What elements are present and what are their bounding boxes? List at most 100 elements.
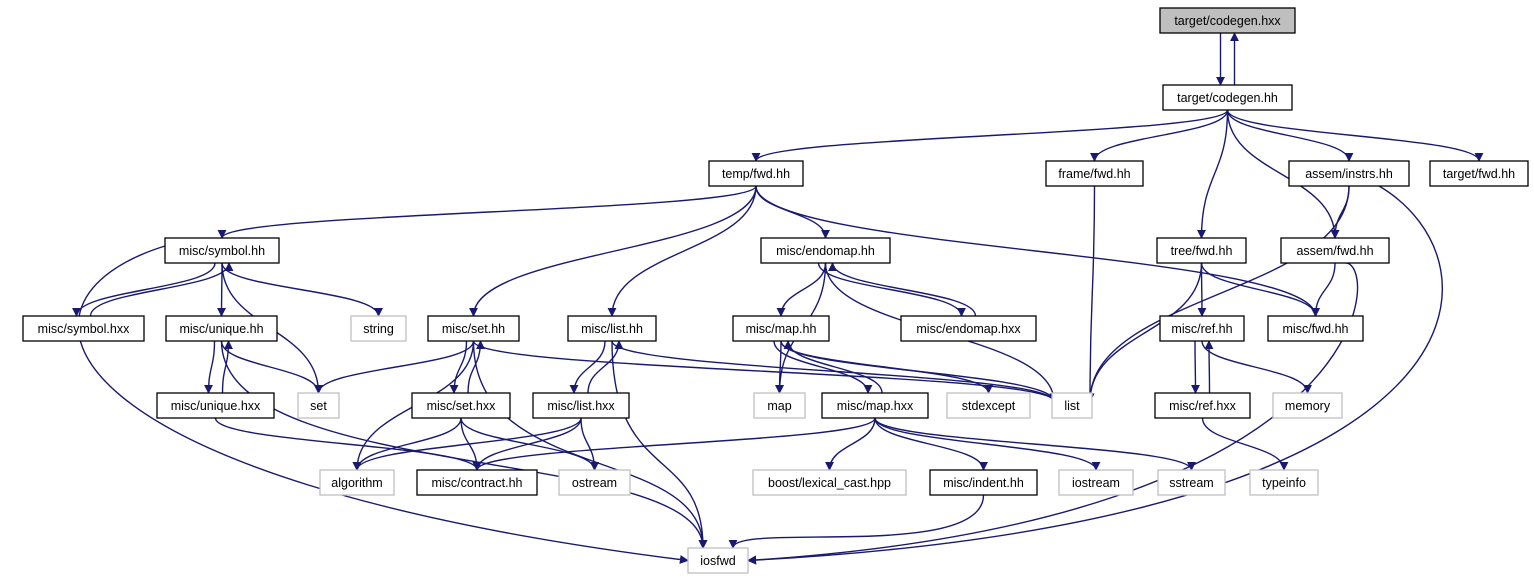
node-temp-fwd[interactable]: temp/fwd.hh xyxy=(708,160,804,187)
node-box xyxy=(753,392,806,419)
node-box xyxy=(760,237,891,264)
node-label: misc/unique.hh xyxy=(179,322,263,336)
node-box xyxy=(1154,392,1251,419)
edge-temp_fwd-to-misc_list_hh xyxy=(607,185,757,317)
node-misc-endomap-hxx[interactable]: misc/endomap.hxx xyxy=(900,315,1037,342)
edge-misc_unique_hh-to-iosfwd xyxy=(220,340,708,549)
node-label: iosfwd xyxy=(700,554,735,568)
edge-misc_set_hh-to-list xyxy=(472,340,1059,403)
edge-misc_endomap_hxx-to-misc_endomap_hh xyxy=(828,262,977,317)
node-box xyxy=(22,315,145,342)
edge-misc_map_hxx-to-misc_contract xyxy=(472,417,876,471)
edge-temp_fwd-to-misc_symbol_hh xyxy=(217,185,757,239)
node-codegen-hh[interactable]: target/codegen.hh xyxy=(1162,84,1293,111)
node-box xyxy=(319,469,395,496)
node-misc-list-hxx[interactable]: misc/list.hxx xyxy=(532,392,630,419)
edge-misc_indent-to-iosfwd xyxy=(728,494,985,549)
node-box xyxy=(1162,84,1293,111)
node-box xyxy=(416,469,538,496)
edge-misc_map_hxx-to-sstream xyxy=(874,417,1196,471)
edge-assem_instrs-to-assem_fwd xyxy=(1330,185,1350,239)
node-label: temp/fwd.hh xyxy=(722,167,790,181)
node-assem-fwd[interactable]: assem/fwd.hh xyxy=(1280,237,1390,264)
node-label: string xyxy=(363,322,394,336)
edge-codegen_hh-to-assem_fwd xyxy=(1226,109,1340,239)
node-misc-list-hh[interactable]: misc/list.hh xyxy=(567,315,657,342)
node-misc-map-hh[interactable]: misc/map.hh xyxy=(732,315,830,342)
node-box xyxy=(1249,469,1319,496)
node-box xyxy=(558,469,631,496)
node-misc-fwd[interactable]: misc/fwd.hh xyxy=(1267,315,1364,342)
node-label: misc/map.hxx xyxy=(837,399,914,413)
edge-misc_map_hh-to-list xyxy=(780,340,1059,403)
edge-tree_fwd-to-list xyxy=(1085,262,1203,403)
edge-temp_fwd-to-misc_fwd xyxy=(755,185,1320,317)
edge-temp_fwd-to-misc_set_hh xyxy=(469,185,757,317)
edge-codegen_hh-to-temp_fwd xyxy=(751,109,1229,162)
node-label: set xyxy=(310,399,327,413)
node-frame-fwd[interactable]: frame/fwd.hh xyxy=(1045,160,1144,187)
edge-misc_map_hh-to-misc_map_hxx xyxy=(773,340,873,394)
node-misc-unique-hxx[interactable]: misc/unique.hxx xyxy=(156,392,275,419)
node-misc-symbol-hxx[interactable]: misc/symbol.hxx xyxy=(22,315,145,342)
node-box xyxy=(1288,160,1410,187)
edge-codegen_hh-to-tree_fwd xyxy=(1197,109,1229,239)
edge-misc_list_hh-to-list xyxy=(611,340,1059,403)
edge-codegen_hh-to-target_fwd xyxy=(1226,109,1484,162)
node-tree-fwd[interactable]: tree/fwd.hh xyxy=(1156,237,1247,264)
node-box xyxy=(156,392,275,419)
edge-misc_set_hh-to-misc_set_hxx xyxy=(449,340,468,394)
node-assem-instrs[interactable]: assem/instrs.hh xyxy=(1288,160,1410,187)
node-box xyxy=(297,392,340,419)
node-label: misc/set.hxx xyxy=(427,399,497,413)
edge-misc_unique_hh-to-set xyxy=(220,340,323,394)
node-misc-endomap-hh[interactable]: misc/endomap.hh xyxy=(760,237,891,264)
node-codegen-hxx[interactable]: target/codegen.hxx xyxy=(1159,7,1296,34)
node-target-fwd[interactable]: target/fwd.hh xyxy=(1429,160,1529,187)
node-label: misc/symbol.hh xyxy=(179,244,265,258)
node-label: misc/set.hh xyxy=(442,322,505,336)
node-misc-unique-hh[interactable]: misc/unique.hh xyxy=(165,315,278,342)
edges-layer xyxy=(72,32,1484,565)
nodes-layer: target/codegen.hxx target/codegen.hh temp/… xyxy=(22,7,1529,574)
edge-misc_map_hxx-to-boost_lexical xyxy=(825,417,876,471)
node-box xyxy=(1280,237,1390,264)
edge-codegen_hh-to-frame_fwd xyxy=(1090,109,1229,162)
node-label: misc/ref.hh xyxy=(1171,322,1232,336)
node-label: typeinfo xyxy=(1262,476,1306,490)
node-misc-ref-hh[interactable]: misc/ref.hh xyxy=(1159,315,1245,342)
edge-misc_symbol_hh-to-misc_symbol_hxx xyxy=(72,262,216,317)
node-box xyxy=(532,392,630,419)
node-label: misc/unique.hxx xyxy=(171,399,261,413)
node-label: algorithm xyxy=(331,476,382,490)
node-iosfwd: iosfwd xyxy=(687,547,749,574)
edge-tree_fwd-to-misc_fwd xyxy=(1200,262,1320,317)
node-misc-set-hxx[interactable]: misc/set.hxx xyxy=(411,392,511,419)
node-box xyxy=(708,160,804,187)
node-label: misc/indent.hh xyxy=(943,476,1024,490)
edge-misc_map_hh-to-map xyxy=(775,340,785,394)
node-misc-ref-hxx[interactable]: misc/ref.hxx xyxy=(1154,392,1251,419)
node-box xyxy=(1157,469,1226,496)
edge-misc_map_hxx-to-misc_indent xyxy=(874,417,988,471)
node-misc-indent[interactable]: misc/indent.hh xyxy=(929,469,1038,496)
node-box xyxy=(1045,160,1144,187)
node-box xyxy=(1272,392,1343,419)
node-ostream: ostream xyxy=(558,469,631,496)
node-boost-lexical: boost/lexical_cast.hpp xyxy=(752,469,907,496)
node-misc-symbol-hh[interactable]: misc/symbol.hh xyxy=(164,237,280,264)
node-string: string xyxy=(350,315,407,342)
node-misc-map-hxx[interactable]: misc/map.hxx xyxy=(821,392,929,419)
node-label: assem/instrs.hh xyxy=(1305,167,1393,181)
node-box xyxy=(1051,392,1093,419)
node-label: misc/fwd.hh xyxy=(1283,322,1349,336)
edge-assem_instrs-to-iosfwd xyxy=(747,185,1443,565)
edge-misc_set_hh-to-set xyxy=(314,340,475,394)
node-box xyxy=(1058,469,1134,496)
edge-misc_ref_hxx-to-misc_ref_hh xyxy=(1204,340,1214,394)
node-misc-contract[interactable]: misc/contract.hh xyxy=(416,469,538,496)
node-label: boost/lexical_cast.hpp xyxy=(768,476,891,490)
node-misc-set-hh[interactable]: misc/set.hh xyxy=(427,315,520,342)
node-box xyxy=(350,315,407,342)
node-sstream: sstream xyxy=(1157,469,1226,496)
